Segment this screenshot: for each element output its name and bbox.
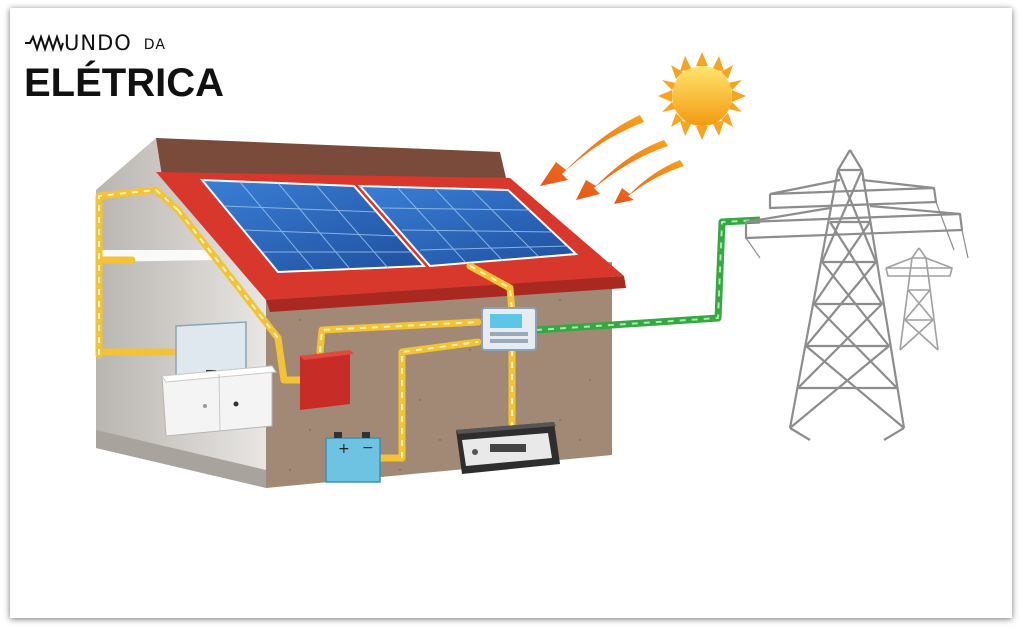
tv-icon: [175, 321, 247, 377]
logo: UNDO DA ELÉTRICA: [24, 28, 224, 106]
inverter-icon: [456, 422, 560, 474]
charge-controller-icon: [481, 307, 537, 351]
logo-top-row: UNDO DA: [24, 28, 224, 58]
sine-wave-icon: [25, 34, 64, 52]
dc-wiring-highlight: [98, 188, 513, 458]
svg-text:+: +: [338, 441, 350, 457]
grid-wiring: [535, 216, 761, 334]
roof-back-edge: [156, 138, 506, 178]
sun-icon: [658, 52, 746, 140]
logo-word-undo: UNDO: [64, 31, 132, 55]
breaker-box-icon: [300, 350, 354, 410]
logo-word-eletrica: ELÉTRICA: [24, 61, 224, 105]
main-tower: [744, 149, 969, 441]
solar-panel-icon: [199, 178, 579, 274]
tv-cabinet: [161, 365, 277, 437]
svg-text:−: −: [362, 440, 374, 456]
transmission-tower-icon: [744, 149, 969, 441]
sun-rays: [540, 115, 684, 204]
logo-word-da: DA: [143, 36, 166, 53]
battery-icon: + −: [325, 432, 381, 483]
